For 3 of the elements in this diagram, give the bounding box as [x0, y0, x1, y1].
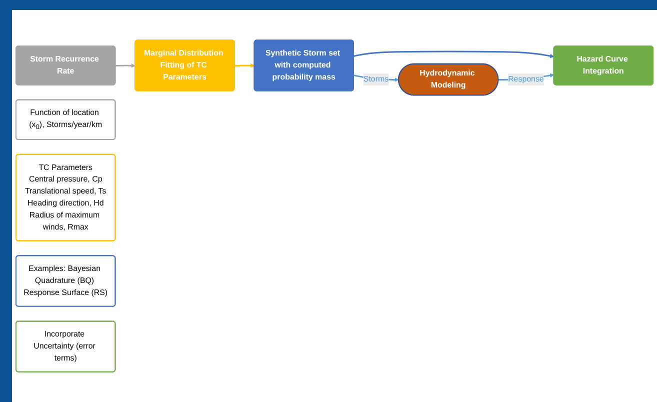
arrow [115, 63, 136, 68]
arrow [354, 50, 554, 58]
arrow [234, 63, 255, 68]
